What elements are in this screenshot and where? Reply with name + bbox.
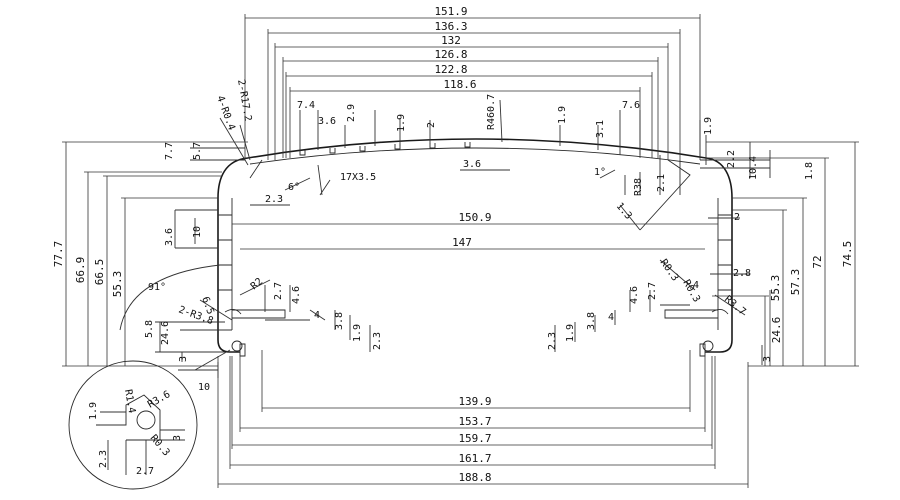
label-1-9d: 1.9 [352,324,363,342]
label-10-4: 10.4 [748,156,759,180]
label-2-3b: 2.3 [372,332,383,350]
label-2-7b: 2.7 [647,282,658,300]
label-2-3c: 2.3 [547,332,558,350]
dim-118-6: 118.6 [443,78,476,91]
dim-55-3: 55.3 [111,271,124,298]
label-2-8: 2.8 [733,268,751,279]
label-10b: 10 [198,382,210,393]
label-2-9: 2.9 [346,104,357,122]
dim-151-9: 151.9 [434,5,467,18]
label-4-6a: 4.6 [291,286,302,304]
label-3-8a: 3.8 [334,312,345,330]
label-10a: 10 [192,226,203,238]
dim-126-8: 126.8 [434,48,467,61]
detail-label-2-3: 2.3 [98,450,109,468]
label-4a: 4 [314,310,320,321]
label-2-r17-2: 2-R17.2 [235,79,253,122]
leader-lines [119,99,771,378]
label-2b: 2 [734,212,740,223]
label-1-8: 1.8 [804,162,815,180]
label-4b: 4 [608,312,614,323]
dim-74-5: 74.5 [841,241,854,268]
label-5-7: 5.7 [192,142,203,160]
label-6deg: 6° [288,182,300,193]
detail-label-2-7: 2.7 [136,466,154,477]
label-r2: R2 [249,276,265,292]
dim-66-5: 66.5 [93,259,106,286]
detail-label-1-9: 1.9 [88,402,99,420]
right-vertical-dims [706,141,859,367]
label-2-1: 2.1 [656,174,667,192]
detail-label-r0-3: R0.3 [148,433,172,459]
label-5-8: 5.8 [144,320,155,338]
label-7-7: 7.7 [164,142,175,160]
label-7-6: 7.6 [622,100,640,111]
dim-24-6-right: 24.6 [770,317,783,344]
detail-label-3: 3 [172,435,183,441]
label-91deg: 91° [148,282,166,293]
label-3-8b: 3.8 [586,312,597,330]
label-3-6a: 3.6 [318,116,336,127]
label-4-r0-4: 4-R0.4 [214,94,237,132]
dim-188-8: 188.8 [458,471,491,484]
label-3b: 3 [762,356,773,362]
label-1-9e: 1.9 [565,324,576,342]
dim-150-9: 150.9 [458,211,491,224]
label-24-6a: 24.6 [160,321,171,345]
dim-159-7: 159.7 [458,432,491,445]
label-r38: R38 [633,178,644,196]
label-r0-3a: R0.3 [658,257,681,283]
label-r460-7: R460.7 [486,94,497,130]
dim-55-3-right: 55.3 [769,275,782,302]
detail-label-r1-4: R1.4 [122,389,137,415]
label-4-6b: 4.6 [629,286,640,304]
label-4c: 4 [693,280,699,291]
label-2-7a: 2.7 [273,282,284,300]
label-2-3a: 2.3 [265,194,283,205]
dim-139-9: 139.9 [458,395,491,408]
label-3-6c: 3.6 [164,228,175,246]
bottom-dimension-lines [217,350,749,488]
label-1deg: 1° [594,167,606,178]
dim-77-7: 77.7 [52,241,65,268]
profile-outline [217,138,733,357]
left-vertical-dims [62,141,248,367]
dim-66-9: 66.9 [74,257,87,284]
label-2a: 2 [426,122,437,128]
label-2-2: 2.2 [726,150,737,168]
label-3-6b: 3.6 [463,159,481,170]
dim-161-7: 161.7 [458,452,491,465]
label-1-9a: 1.9 [396,114,407,132]
inner-width-lines [232,223,718,250]
dim-72: 72 [811,255,824,268]
detail-circle [68,360,198,490]
dim-153-7: 153.7 [458,415,491,428]
dim-132: 132 [441,34,461,47]
label-3-1: 3.1 [595,120,606,138]
label-1-9c: 1.9 [703,117,714,135]
label-3a: 3 [178,356,189,362]
dim-122-8: 122.8 [434,63,467,76]
detail-label-r3-6: R3.6 [146,389,172,411]
label-1-9b: 1.9 [557,106,568,124]
label-17x3-5: 17X3.5 [340,172,376,183]
label-7-4: 7.4 [297,100,315,111]
dim-57-3: 57.3 [789,269,802,296]
dim-136-3: 136.3 [434,20,467,33]
dim-147: 147 [452,236,472,249]
